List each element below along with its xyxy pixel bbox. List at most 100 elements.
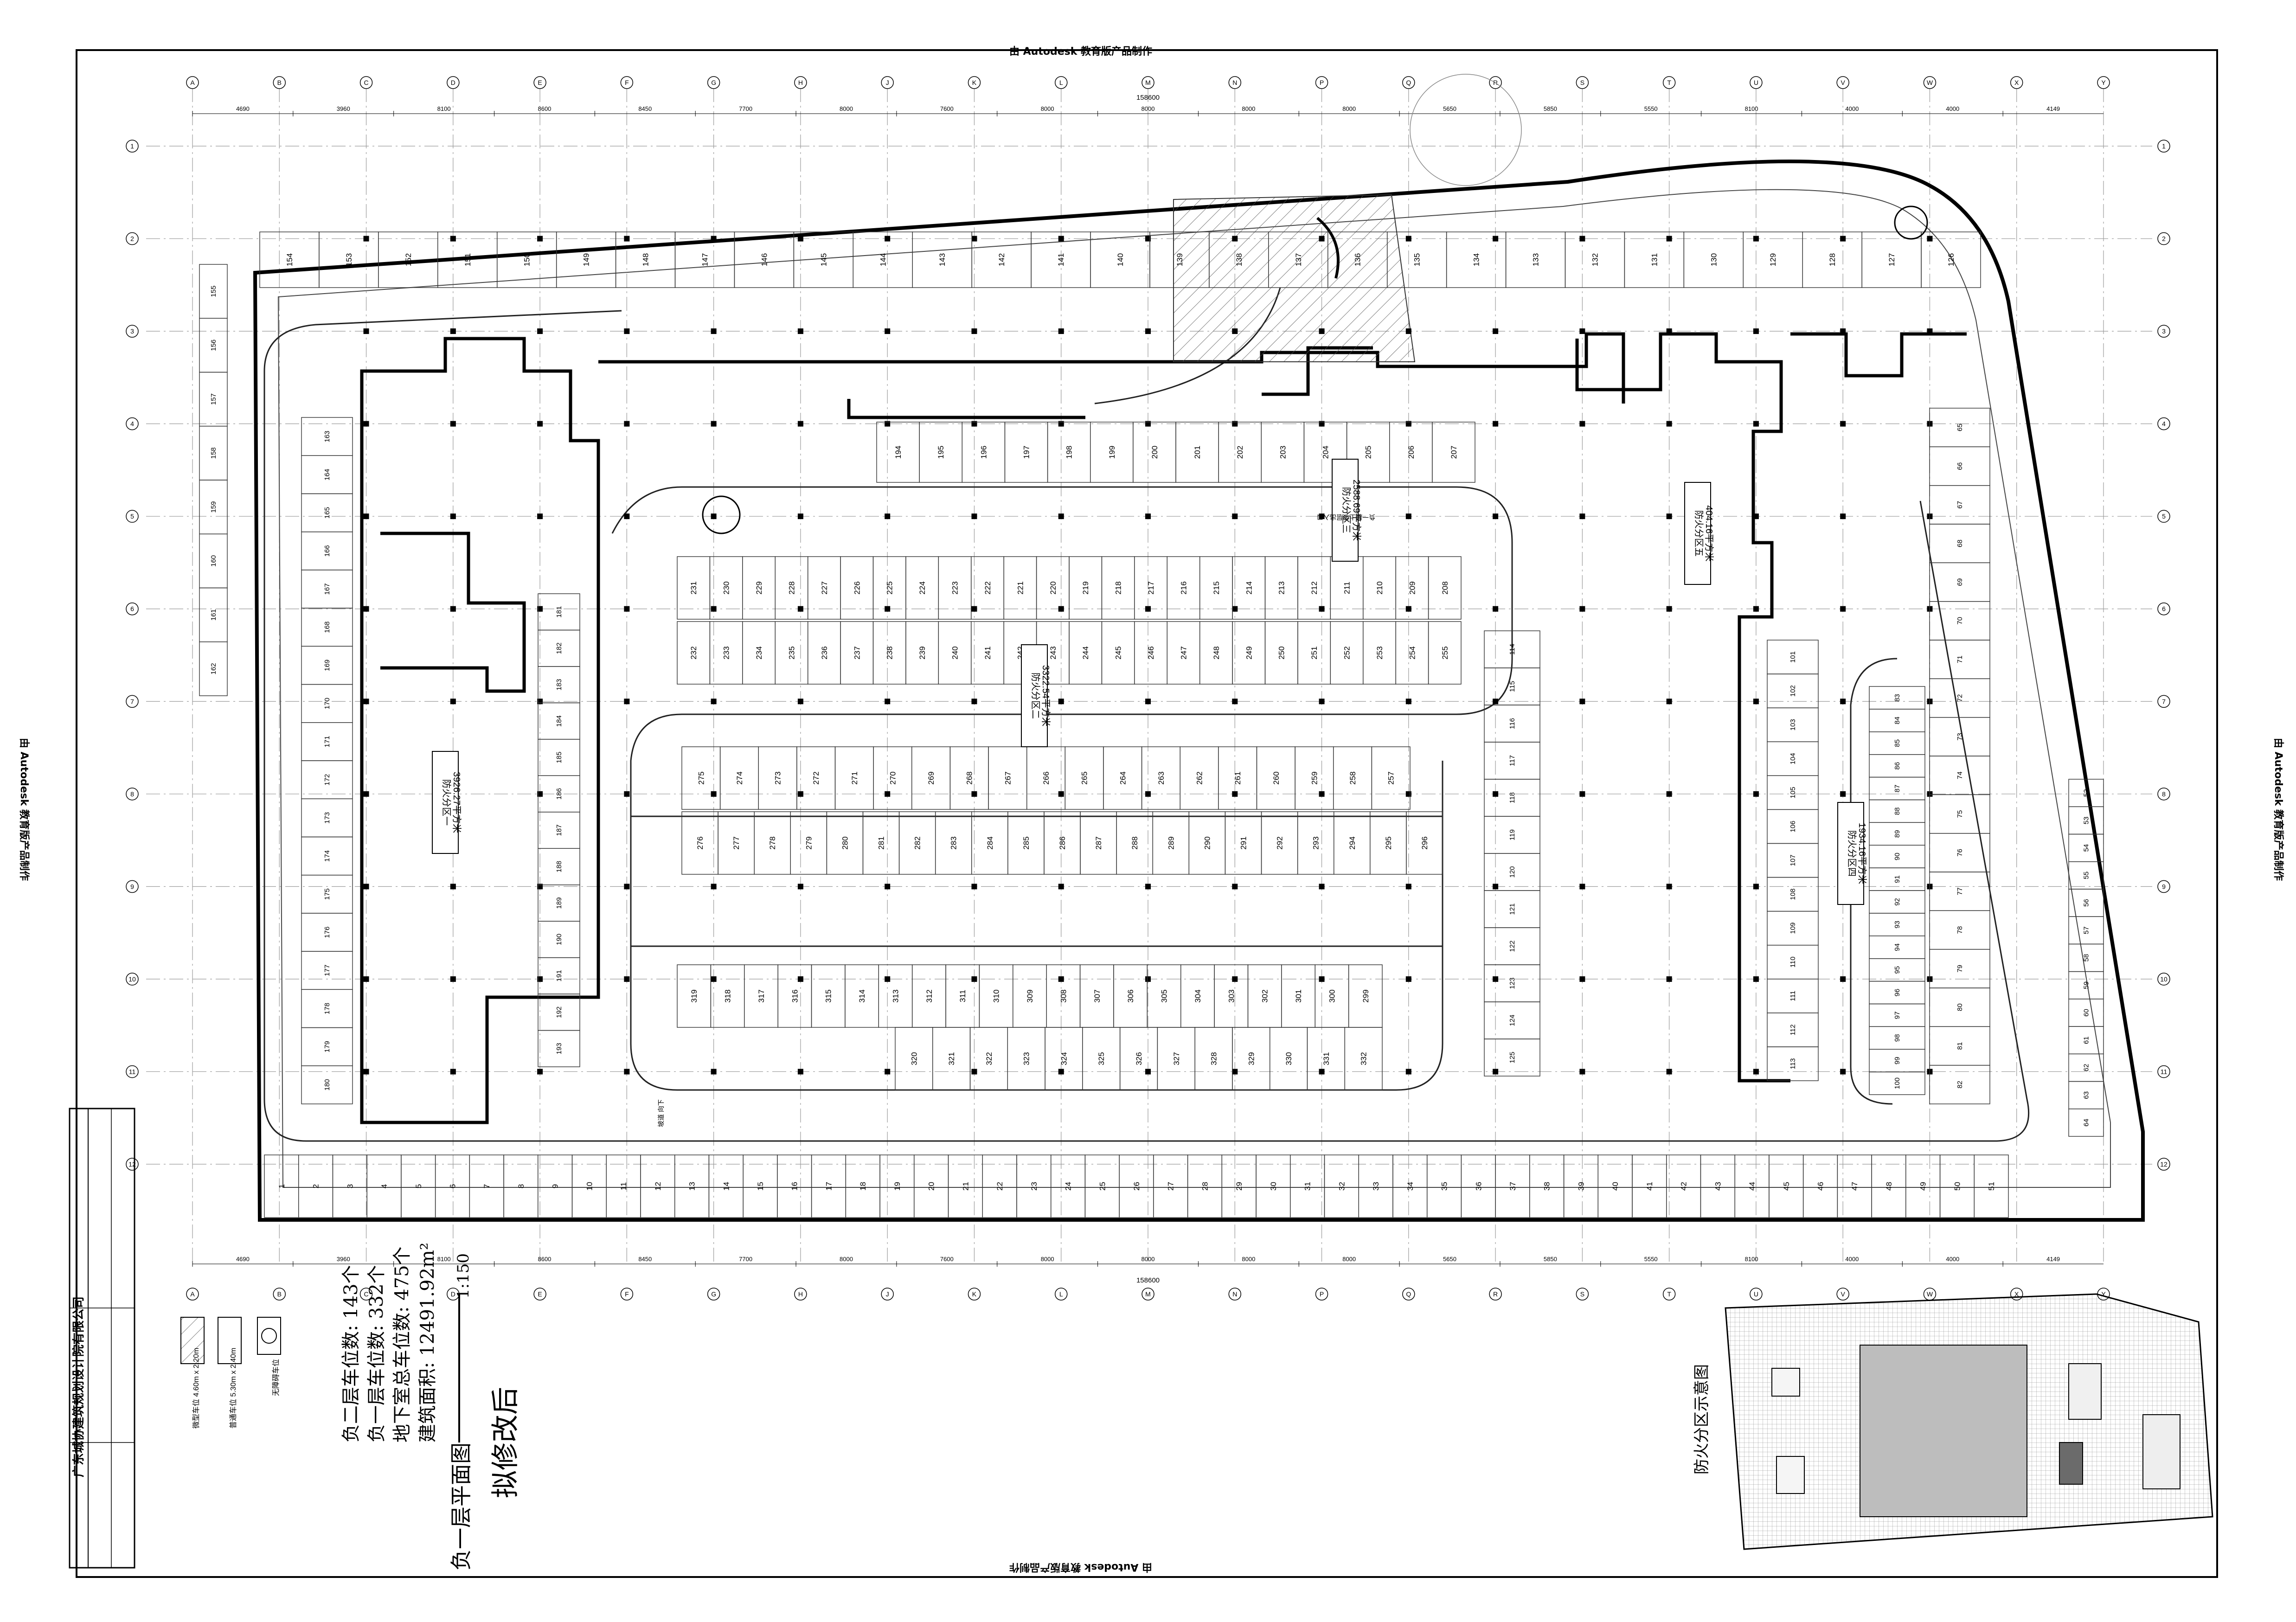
svg-text:37: 37	[1508, 1182, 1517, 1191]
svg-text:Y: Y	[2101, 79, 2106, 86]
svg-text:294: 294	[1348, 836, 1357, 849]
svg-text:212: 212	[1310, 581, 1319, 594]
svg-text:167: 167	[323, 583, 331, 595]
parking-stall: 104	[1767, 741, 1819, 776]
svg-text:285: 285	[1022, 836, 1031, 849]
svg-text:141: 141	[1057, 253, 1065, 266]
svg-text:293: 293	[1312, 836, 1321, 849]
svg-text:127: 127	[1887, 253, 1896, 266]
svg-text:60: 60	[2083, 1009, 2091, 1017]
parking-stall: 250	[1264, 621, 1298, 685]
svg-text:312: 312	[925, 989, 934, 1002]
parking-stall: 331	[1307, 1027, 1345, 1090]
parking-stall: 203	[1261, 422, 1305, 483]
svg-text:284: 284	[986, 836, 994, 849]
parking-stall: 299	[1348, 964, 1383, 1028]
svg-text:153: 153	[345, 253, 353, 266]
parking-stall: 167	[301, 570, 353, 609]
dimension-label: 7700	[739, 1256, 752, 1263]
axis-bubble-Y: Y	[2097, 76, 2110, 89]
svg-text:49: 49	[1919, 1182, 1928, 1191]
keyplan-title: 防火分区示意图	[1693, 1364, 1711, 1475]
svg-text:224: 224	[918, 581, 927, 594]
axis-bubble-5: 5	[2157, 510, 2170, 523]
parking-stall: 315	[811, 964, 846, 1028]
svg-text:63: 63	[2083, 1091, 2091, 1099]
svg-text:2: 2	[312, 1184, 321, 1188]
svg-text:3: 3	[130, 327, 134, 335]
parking-stall: 87	[1869, 776, 1925, 801]
svg-text:105: 105	[1789, 787, 1797, 798]
parking-stall: 278	[754, 811, 791, 875]
svg-text:10: 10	[128, 975, 136, 983]
parking-stall: 64	[2068, 1109, 2104, 1137]
svg-text:317: 317	[757, 989, 766, 1002]
parking-stall: 112	[1767, 1013, 1819, 1047]
title-block: 广东城协建筑规划设计院有限公司	[69, 1108, 135, 1569]
parking-stall: 288	[1116, 811, 1153, 875]
svg-text:50: 50	[1953, 1182, 1962, 1191]
parking-stall: 113	[1767, 1046, 1819, 1081]
svg-text:232: 232	[689, 646, 698, 659]
svg-text:85: 85	[1893, 739, 1901, 747]
parking-stall: 213	[1264, 556, 1298, 620]
parking-stall: 117	[1484, 742, 1540, 780]
svg-text:108: 108	[1789, 889, 1797, 900]
axis-bubble-K: K	[968, 1288, 981, 1301]
svg-text:23: 23	[1030, 1182, 1039, 1191]
parking-stall: 276	[681, 811, 718, 875]
basement-outline	[253, 159, 2145, 1222]
parking-stall: 239	[905, 621, 939, 685]
dimension-label: 8600	[538, 105, 551, 112]
axis-bubble-8: 8	[2157, 788, 2170, 801]
svg-text:125: 125	[1508, 1051, 1516, 1063]
parking-stall: 164	[301, 455, 353, 494]
parking-stall: 270	[873, 746, 912, 810]
svg-text:11: 11	[129, 1068, 136, 1075]
parking-stall: 75	[1929, 794, 1990, 834]
svg-text:14: 14	[722, 1182, 731, 1191]
svg-text:240: 240	[951, 646, 960, 659]
svg-text:103: 103	[1789, 719, 1797, 731]
parking-stall: 165	[301, 493, 353, 532]
svg-text:206: 206	[1407, 446, 1416, 459]
svg-text:249: 249	[1244, 646, 1253, 659]
svg-text:10: 10	[2160, 975, 2168, 983]
axis-bubble-1: 1	[2157, 140, 2170, 153]
svg-text:18: 18	[859, 1182, 867, 1191]
svg-text:45: 45	[1782, 1182, 1791, 1191]
parking-stall: 62	[2068, 1053, 2104, 1082]
parking-stall: 316	[777, 964, 812, 1028]
parking-stall: 248	[1199, 621, 1233, 685]
parking-stall: 101	[1767, 640, 1819, 674]
dimension-label: 8100	[437, 105, 451, 112]
parking-stall: 175	[301, 874, 353, 914]
parking-stall: 189	[538, 884, 580, 922]
svg-text:121: 121	[1508, 903, 1516, 915]
dimension-label: 8000	[1041, 105, 1054, 112]
parking-stall: 159	[199, 480, 228, 534]
parking-stall: 318	[710, 964, 745, 1028]
title-scale: 1:150	[454, 1253, 473, 1299]
svg-text:41: 41	[1645, 1182, 1654, 1191]
svg-text:115: 115	[1508, 681, 1516, 692]
parking-stall: 287	[1080, 811, 1117, 875]
parking-stall: 223	[938, 556, 972, 620]
svg-text:131: 131	[1650, 253, 1659, 266]
svg-text:230: 230	[722, 581, 731, 594]
parking-stall: 169	[301, 646, 353, 685]
parking-stall: 233	[709, 621, 743, 685]
parking-stall: 282	[898, 811, 936, 875]
svg-text:269: 269	[927, 771, 936, 784]
svg-text:70: 70	[1956, 617, 1964, 625]
svg-text:K: K	[972, 1290, 977, 1298]
dimension-label: 8000	[1142, 105, 1155, 112]
parking-stall: 125	[1484, 1039, 1540, 1077]
svg-text:E: E	[538, 79, 542, 86]
svg-text:214: 214	[1244, 581, 1253, 594]
svg-text:65: 65	[1956, 423, 1964, 431]
svg-text:149: 149	[582, 253, 591, 266]
parking-stall: 172	[301, 760, 353, 799]
svg-text:172: 172	[323, 774, 331, 786]
